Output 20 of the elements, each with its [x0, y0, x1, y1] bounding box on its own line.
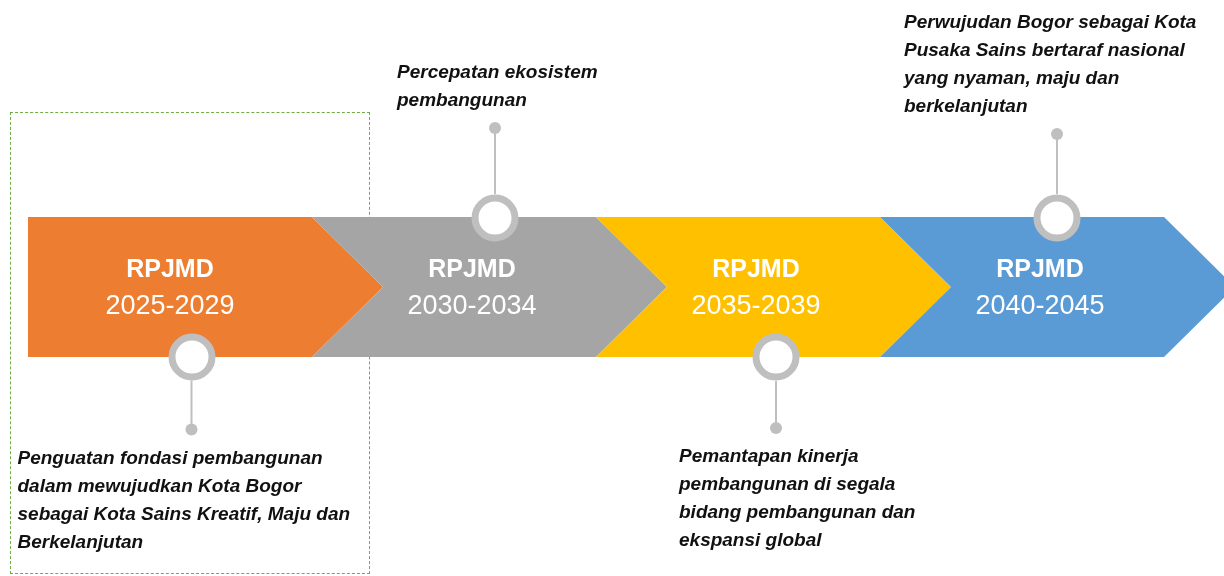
leader-line: [185, 379, 198, 436]
phase-title: RPJMD: [428, 254, 516, 282]
milestone-text: Pemantapan kinerja pembangunan di segala bidang pembangunan dan ekspansi global: [679, 420, 939, 554]
phase-banner: [596, 217, 951, 357]
year-range: 2030-2034: [407, 290, 537, 320]
leader-line: [770, 380, 782, 434]
timeline-marker: [752, 333, 800, 381]
milestone-text: Penguatan fondasi pembangunan dalam mewujudkan Kota Bogor sebagai Kota Sains Kreatif, Maju dan Berkelanjutan: [17, 421, 368, 556]
year-range: 2035-2039: [691, 290, 821, 320]
phase-banner: [880, 217, 1224, 357]
leader-line: [1051, 128, 1063, 195]
timeline-marker: [471, 194, 519, 242]
phase-banner: [312, 217, 667, 357]
milestone-text: Percepatan ekosistem pembangunan: [397, 58, 647, 136]
milestone-text: Perwujudan Bogor sebagai Kota Pusaka Sains bertaraf nasional yang nyaman, maju dan berkelanjutan: [904, 8, 1224, 142]
year-range: 2040-2045: [975, 290, 1105, 320]
leader-line: [489, 122, 501, 195]
phase-title: RPJMD: [712, 254, 800, 282]
phase-title: RPJMD: [996, 254, 1084, 282]
timeline-marker: [1033, 194, 1081, 242]
